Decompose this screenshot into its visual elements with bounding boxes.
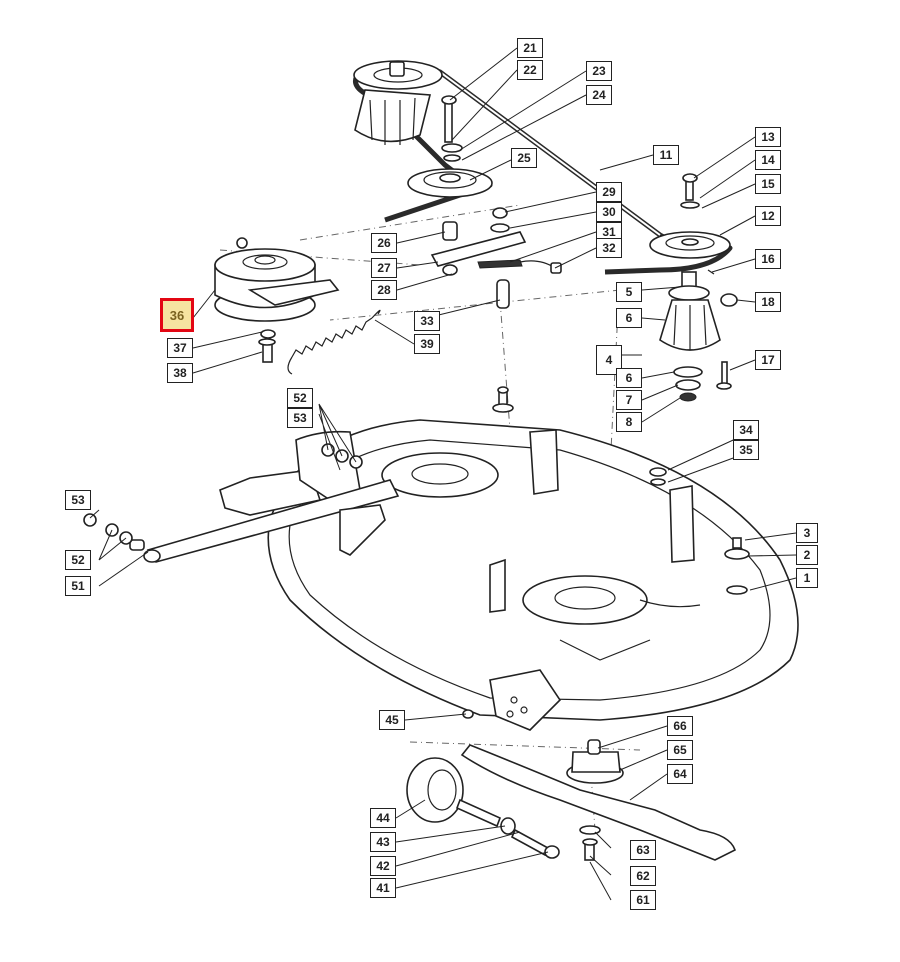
callout-2[interactable]: 2 [796, 545, 818, 565]
callout-38[interactable]: 38 [167, 363, 193, 383]
callout-44[interactable]: 44 [370, 808, 396, 828]
callout-6-lower[interactable]: 6 [616, 368, 642, 388]
callout-29[interactable]: 29 [596, 182, 622, 202]
callout-14[interactable]: 14 [755, 150, 781, 170]
callout-61[interactable]: 61 [630, 890, 656, 910]
callout-37[interactable]: 37 [167, 338, 193, 358]
callout-53-upper[interactable]: 53 [287, 408, 313, 428]
blade-assembly [460, 739, 736, 861]
callout-26[interactable]: 26 [371, 233, 397, 253]
callout-16[interactable]: 16 [755, 249, 781, 269]
callout-7[interactable]: 7 [616, 390, 642, 410]
right-spindle-pulley [649, 173, 731, 259]
tension-spring [287, 309, 381, 375]
callout-27[interactable]: 27 [371, 258, 397, 278]
callout-32[interactable]: 32 [596, 238, 622, 258]
callout-15[interactable]: 15 [755, 174, 781, 194]
electric-pto-clutch [214, 237, 340, 363]
callout-1[interactable]: 1 [796, 568, 818, 588]
callout-53-left[interactable]: 53 [65, 490, 91, 510]
callout-62[interactable]: 62 [630, 866, 656, 886]
callout-22[interactable]: 22 [517, 60, 543, 80]
callout-30[interactable]: 30 [596, 202, 622, 222]
callout-51[interactable]: 51 [65, 576, 91, 596]
callout-8[interactable]: 8 [616, 412, 642, 432]
callout-52-upper[interactable]: 52 [287, 388, 313, 408]
left-spindle-pulley [353, 60, 443, 145]
callout-25[interactable]: 25 [511, 148, 537, 168]
callout-6-upper[interactable]: 6 [616, 308, 642, 328]
callout-64[interactable]: 64 [667, 764, 693, 784]
idler-pulley [407, 168, 493, 198]
callout-11[interactable]: 11 [653, 145, 679, 165]
deck-lift-arm [83, 479, 400, 563]
callout-13[interactable]: 13 [755, 127, 781, 147]
callout-3[interactable]: 3 [796, 523, 818, 543]
callout-66[interactable]: 66 [667, 716, 693, 736]
callout-52-left[interactable]: 52 [65, 550, 91, 570]
callout-42[interactable]: 42 [370, 856, 396, 876]
mower-deck [219, 419, 799, 721]
callout-12[interactable]: 12 [755, 206, 781, 226]
anti-scalp-wheel [406, 757, 560, 859]
callout-18[interactable]: 18 [755, 292, 781, 312]
callout-leaders [89, 47, 797, 901]
callout-24[interactable]: 24 [586, 85, 612, 105]
right-spindle-housing [659, 269, 738, 402]
callout-45[interactable]: 45 [379, 710, 405, 730]
callout-36-highlighted[interactable]: 36 [160, 298, 194, 332]
callout-65[interactable]: 65 [667, 740, 693, 760]
callout-43[interactable]: 43 [370, 832, 396, 852]
callout-35[interactable]: 35 [733, 440, 759, 460]
callout-63[interactable]: 63 [630, 840, 656, 860]
tensioner-bracket [430, 207, 562, 309]
callout-39[interactable]: 39 [414, 334, 440, 354]
callout-17[interactable]: 17 [755, 350, 781, 370]
callout-28[interactable]: 28 [371, 280, 397, 300]
callout-41[interactable]: 41 [370, 878, 396, 898]
callout-23[interactable]: 23 [586, 61, 612, 81]
callout-34[interactable]: 34 [733, 420, 759, 440]
callout-5[interactable]: 5 [616, 282, 642, 302]
callout-31[interactable]: 31 [596, 222, 622, 242]
callout-21[interactable]: 21 [517, 38, 543, 58]
callout-33[interactable]: 33 [414, 311, 440, 331]
